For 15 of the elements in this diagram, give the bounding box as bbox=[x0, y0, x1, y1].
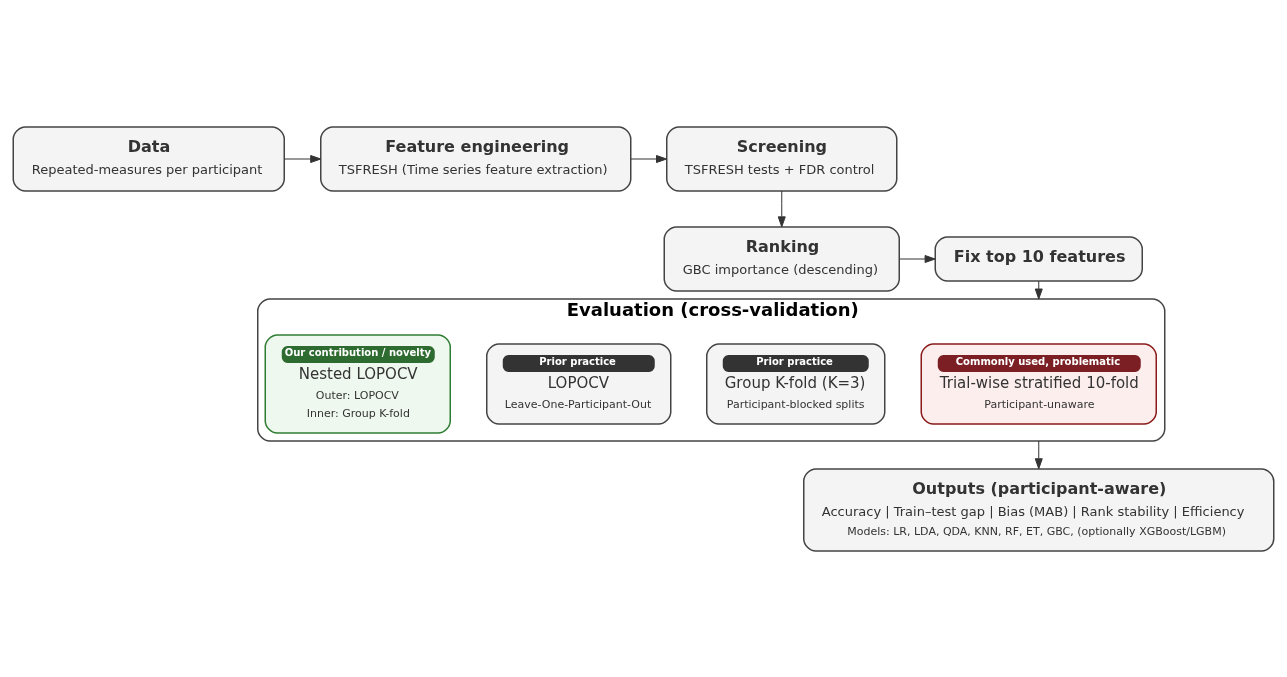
arrow bbox=[777, 190, 786, 227]
node-box: Our contribution / novelty Nested LOPOCV Outer: LOPOCV Inner: Group K-fold bbox=[264, 333, 451, 434]
node-box: Fix top 10 features bbox=[934, 235, 1143, 282]
arrow bbox=[898, 254, 936, 263]
node-box: Outputs (participant-aware) Accuracy | Train–test gap | Bias (MAB) | Rank stability | Efficiency Models: LR, LDA, QDA, KNN, RF, ET, GBC, (optionally XGBoost/LGBM) bbox=[803, 467, 1275, 552]
node-box: Prior practice LOPOCV Leave-One-Participant-Out bbox=[486, 342, 672, 425]
node-box: Data Repeated-measures per participant bbox=[12, 125, 285, 192]
node-box: Screening TSFRESH tests + FDR control bbox=[666, 125, 898, 192]
node-box: Feature engineering TSFRESH (Time series feature extraction) bbox=[320, 125, 632, 192]
node-box: Prior practice Group K-fold (K=3) Participant-blocked splits bbox=[706, 342, 886, 425]
arrow bbox=[630, 154, 667, 163]
node-box: Commonly used, problematic Trial-wise stratified 10-fold Participant-unaware bbox=[920, 342, 1157, 425]
arrow bbox=[283, 154, 322, 163]
node-box: Ranking GBC importance (descending) bbox=[663, 225, 900, 292]
arrow bbox=[1034, 440, 1043, 469]
